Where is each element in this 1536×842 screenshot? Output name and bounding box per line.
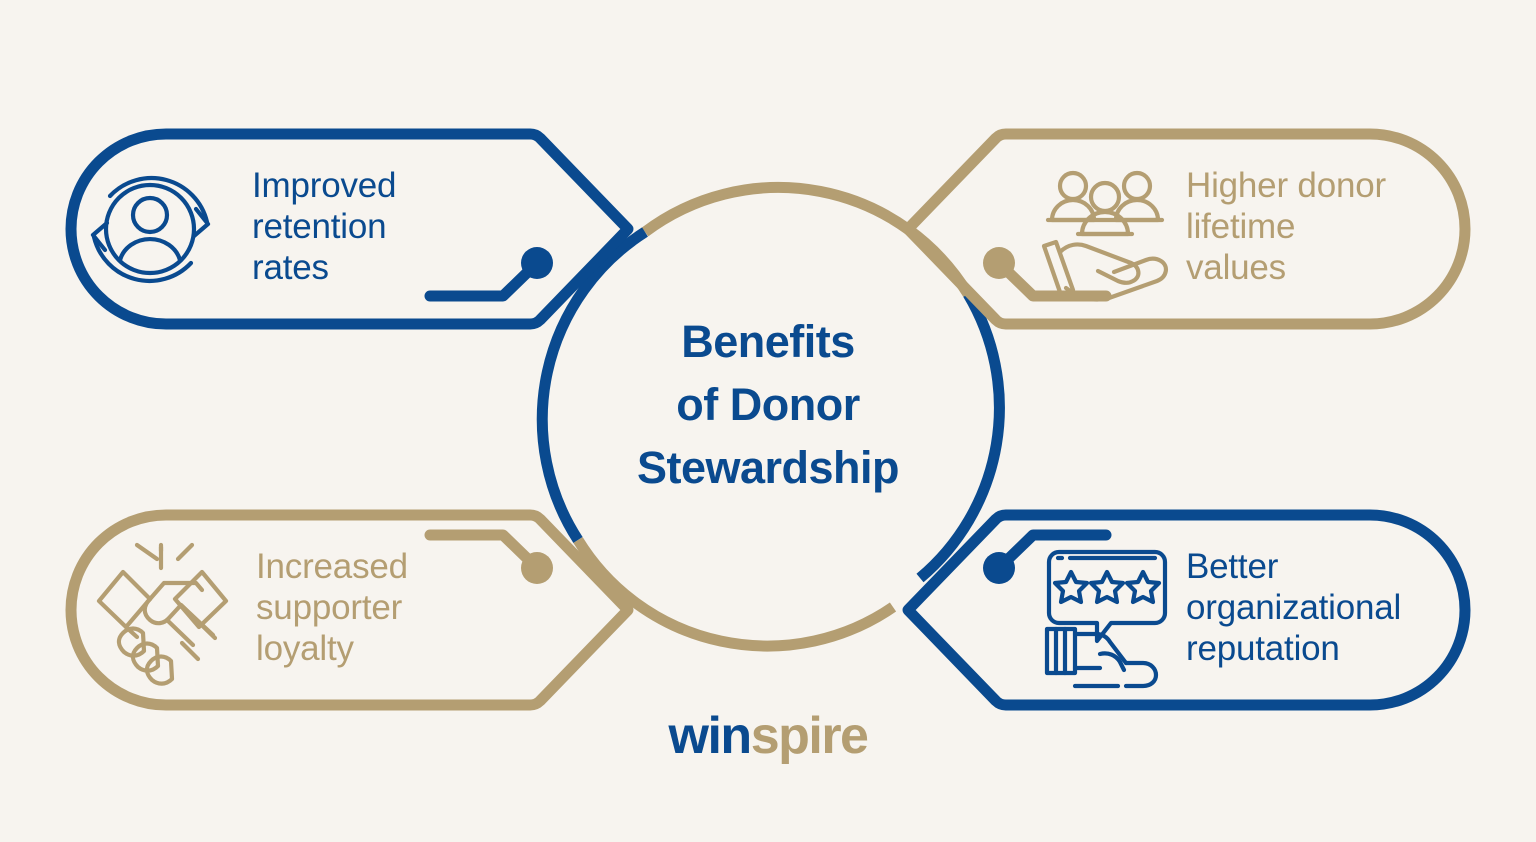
- card-label-improved-retention-rates: Improved retention rates: [252, 166, 397, 287]
- center-arc-right-blue: [916, 291, 1005, 583]
- center-title: Benefits of Donor Stewardship: [636, 316, 900, 493]
- card-outline-bottom-right: [902, 509, 1471, 711]
- card-label-increased-supporter-loyalty: Increased supporter loyalty: [256, 547, 408, 668]
- card-outline-top-left: [65, 128, 634, 330]
- card-outline-top-right: [902, 128, 1471, 330]
- card-connector-line-bottom-left: [424, 529, 542, 573]
- card-label-better-organizational-reputation: Better organizational reputation: [1186, 547, 1402, 668]
- logo-win-text: win: [668, 707, 753, 765]
- card-label-higher-donor-lifetime-values: Higher donor lifetime values: [1186, 166, 1386, 287]
- center-arc-left-blue: [536, 227, 648, 543]
- star-review-in-hand-icon: [1044, 549, 1168, 689]
- card-connector-dot-top-left: [521, 247, 553, 279]
- user-retention-cycle-icon: [90, 176, 211, 283]
- card-increased-supporter-loyalty[interactable]: [65, 509, 634, 711]
- card-connector-dot-top-right: [983, 247, 1015, 279]
- card-improved-retention-rates[interactable]: [65, 128, 634, 330]
- card-better-organizational-reputation[interactable]: [902, 509, 1471, 711]
- handshake-icon: [96, 542, 229, 686]
- winspire-logo: winspire: [0, 706, 1536, 766]
- card-connector-dot-bottom-left: [521, 552, 553, 584]
- card-higher-donor-lifetime-values[interactable]: [902, 128, 1471, 330]
- card-connector-line-bottom-right: [994, 529, 1112, 573]
- people-in-hand-icon: [1041, 170, 1168, 302]
- logo-spire-text: spire: [750, 707, 869, 765]
- card-connector-line-top-left: [424, 258, 542, 302]
- card-connector-dot-bottom-right: [983, 552, 1015, 584]
- card-outline-bottom-left: [65, 509, 634, 711]
- center-arc-bottom-gold: [573, 537, 897, 652]
